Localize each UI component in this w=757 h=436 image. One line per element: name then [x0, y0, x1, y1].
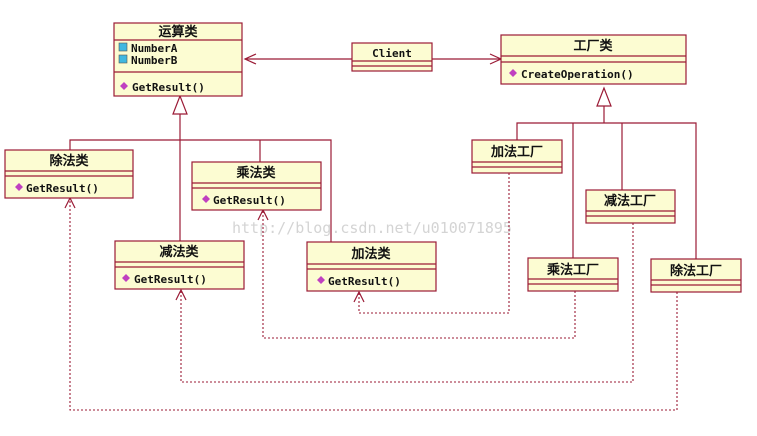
method-get-result: GetResult() — [26, 182, 99, 195]
attribute-number-b: NumberB — [131, 54, 178, 67]
class-multiplication-title: 乘法类 — [235, 165, 276, 181]
class-mul-factory-title: 乘法工厂 — [546, 262, 599, 278]
factory-inheritance-triangle — [596, 86, 612, 107]
attribute-number-a: NumberA — [131, 42, 178, 55]
method-diamond-icon — [509, 69, 517, 77]
class-sub-factory[interactable]: 减法工厂 — [585, 189, 676, 224]
class-addition-title: 加法类 — [350, 246, 391, 262]
method-diamond-icon — [122, 274, 130, 282]
class-add-factory[interactable]: 加法工厂 — [471, 139, 563, 174]
class-factory-title: 工厂类 — [573, 38, 613, 54]
class-sub-factory-title: 减法工厂 — [604, 193, 656, 209]
factory-inheritance-lines — [516, 86, 697, 259]
class-div-factory[interactable]: 除法工厂 — [650, 258, 742, 293]
class-client[interactable]: Client — [351, 42, 433, 72]
class-client-title: Client — [372, 47, 412, 60]
class-subtraction-title: 减法类 — [159, 244, 199, 260]
class-multiplication[interactable]: 乘法类 GetResult() — [191, 161, 322, 211]
class-div-factory-title: 除法工厂 — [670, 263, 722, 279]
class-division-title: 除法类 — [49, 153, 89, 169]
operation-inheritance-lines — [69, 94, 332, 242]
method-get-result: GetResult() — [134, 273, 207, 286]
class-operation[interactable]: 运算类 NumberA NumberB GetResult() — [113, 22, 243, 97]
field-icon — [118, 42, 128, 64]
method-get-result: GetResult() — [328, 275, 401, 288]
watermark-text: http://blog.csdn.net/u010071895 — [232, 219, 512, 237]
class-division[interactable]: 除法类 GetResult() — [4, 149, 134, 199]
client-association-lines — [243, 53, 503, 65]
class-add-factory-title: 加法工厂 — [490, 144, 543, 160]
class-addition[interactable]: 加法类 GetResult() — [306, 241, 437, 292]
class-factory[interactable]: 工厂类 CreateOperation() — [500, 34, 687, 85]
method-diamond-icon — [202, 195, 210, 203]
method-diamond-icon — [15, 183, 23, 191]
method-get-result: GetResult() — [213, 194, 286, 207]
inheritance-triangle — [172, 94, 188, 115]
method-create-operation: CreateOperation() — [521, 68, 634, 81]
class-subtraction[interactable]: 减法类 GetResult() — [114, 240, 245, 290]
method-get-result: GetResult() — [132, 81, 205, 94]
class-operation-title: 运算类 — [158, 24, 198, 40]
class-mul-factory[interactable]: 乘法工厂 — [527, 257, 619, 292]
method-diamond-icon — [317, 276, 325, 284]
method-diamond-icon — [120, 82, 128, 90]
